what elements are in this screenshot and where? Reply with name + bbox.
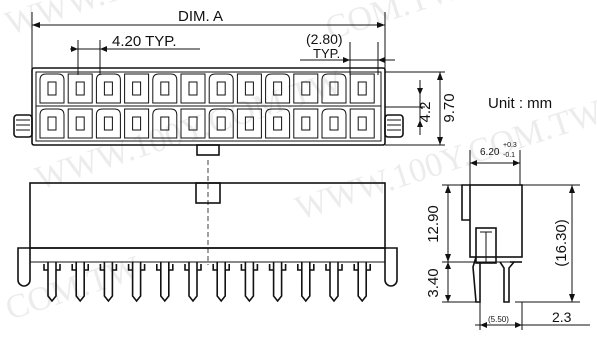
foot-spacing-label: (5.50) <box>488 315 509 324</box>
cavity <box>152 108 178 139</box>
cavity <box>67 73 93 104</box>
pin <box>127 262 146 303</box>
pin <box>71 262 89 303</box>
width-tol-plus: +0.3 <box>503 142 517 149</box>
cavity <box>265 73 291 104</box>
pin <box>297 262 315 303</box>
dim-a-label: DIM. A <box>178 8 223 25</box>
terminal <box>103 81 113 96</box>
pin <box>212 262 230 303</box>
pin <box>240 262 259 303</box>
cavity <box>124 73 150 104</box>
cavity <box>293 108 319 139</box>
overall-label: (16.30) <box>553 219 570 267</box>
cavity <box>293 73 319 104</box>
terminal <box>244 116 254 131</box>
pin <box>99 262 118 303</box>
pitch-label: 4.20 TYP. <box>112 33 177 50</box>
terminal <box>103 116 113 131</box>
terminal <box>216 81 226 96</box>
height-side-label: 12.90 <box>425 205 442 243</box>
edge-typ-label: TYP. <box>313 46 340 61</box>
terminal <box>216 116 226 131</box>
terminal <box>75 81 85 96</box>
terminal <box>244 81 254 96</box>
terminal <box>75 116 85 131</box>
watermark-text: COM.TW <box>321 0 465 48</box>
terminal <box>47 81 57 96</box>
terminal <box>329 116 339 131</box>
terminal <box>160 116 170 131</box>
front-view <box>17 160 398 303</box>
cavity <box>152 73 178 104</box>
pin <box>268 262 287 303</box>
terminal <box>132 116 142 131</box>
height-top-label: 9.70 <box>441 93 458 122</box>
cavity <box>236 73 262 104</box>
cavity <box>39 108 65 139</box>
cavity <box>349 73 375 104</box>
cavity <box>236 108 262 139</box>
cavity <box>124 108 150 139</box>
cavity <box>95 73 121 104</box>
terminal <box>160 81 170 96</box>
terminal <box>301 116 311 131</box>
terminal <box>357 116 367 131</box>
cavity <box>180 73 206 104</box>
terminal <box>188 81 198 96</box>
width-main-label: 6.20 <box>480 147 500 158</box>
cavity <box>67 108 93 139</box>
pin <box>184 262 202 303</box>
cavity <box>321 73 347 104</box>
terminal <box>47 116 57 131</box>
cavity <box>39 73 65 104</box>
cavity <box>321 108 347 139</box>
pin <box>156 262 174 303</box>
cavity <box>208 73 234 104</box>
cavity-grid <box>39 73 375 139</box>
side-view: 6.20 +0.3 -0.1 12.90 3.40 (16.30) <box>425 142 590 330</box>
terminal <box>329 81 339 96</box>
watermark-text: COM.TW <box>1 249 145 327</box>
terminal <box>273 81 283 96</box>
pin <box>353 262 371 303</box>
top-view: DIM. A 4.20 TYP. (2.80) TYP. <box>13 8 458 156</box>
cavity <box>265 108 291 139</box>
row-pitch-label: 4.2 <box>417 102 434 123</box>
cavity <box>208 108 234 139</box>
edge-value-label: (2.80) <box>306 31 343 47</box>
terminal <box>357 81 367 96</box>
pin <box>325 262 343 303</box>
foot-offset-label: 2.3 <box>552 309 572 325</box>
terminal <box>301 81 311 96</box>
terminal <box>273 116 283 131</box>
unit-label: Unit : mm <box>488 95 552 112</box>
terminal <box>132 81 142 96</box>
pin-row <box>43 262 371 303</box>
cavity <box>180 108 206 139</box>
pin-len-label: 3.40 <box>425 268 442 297</box>
cavity <box>349 108 375 139</box>
cavity <box>95 108 121 139</box>
width-tol-minus: -0.1 <box>503 152 515 159</box>
terminal <box>188 116 198 131</box>
pin <box>43 262 61 303</box>
